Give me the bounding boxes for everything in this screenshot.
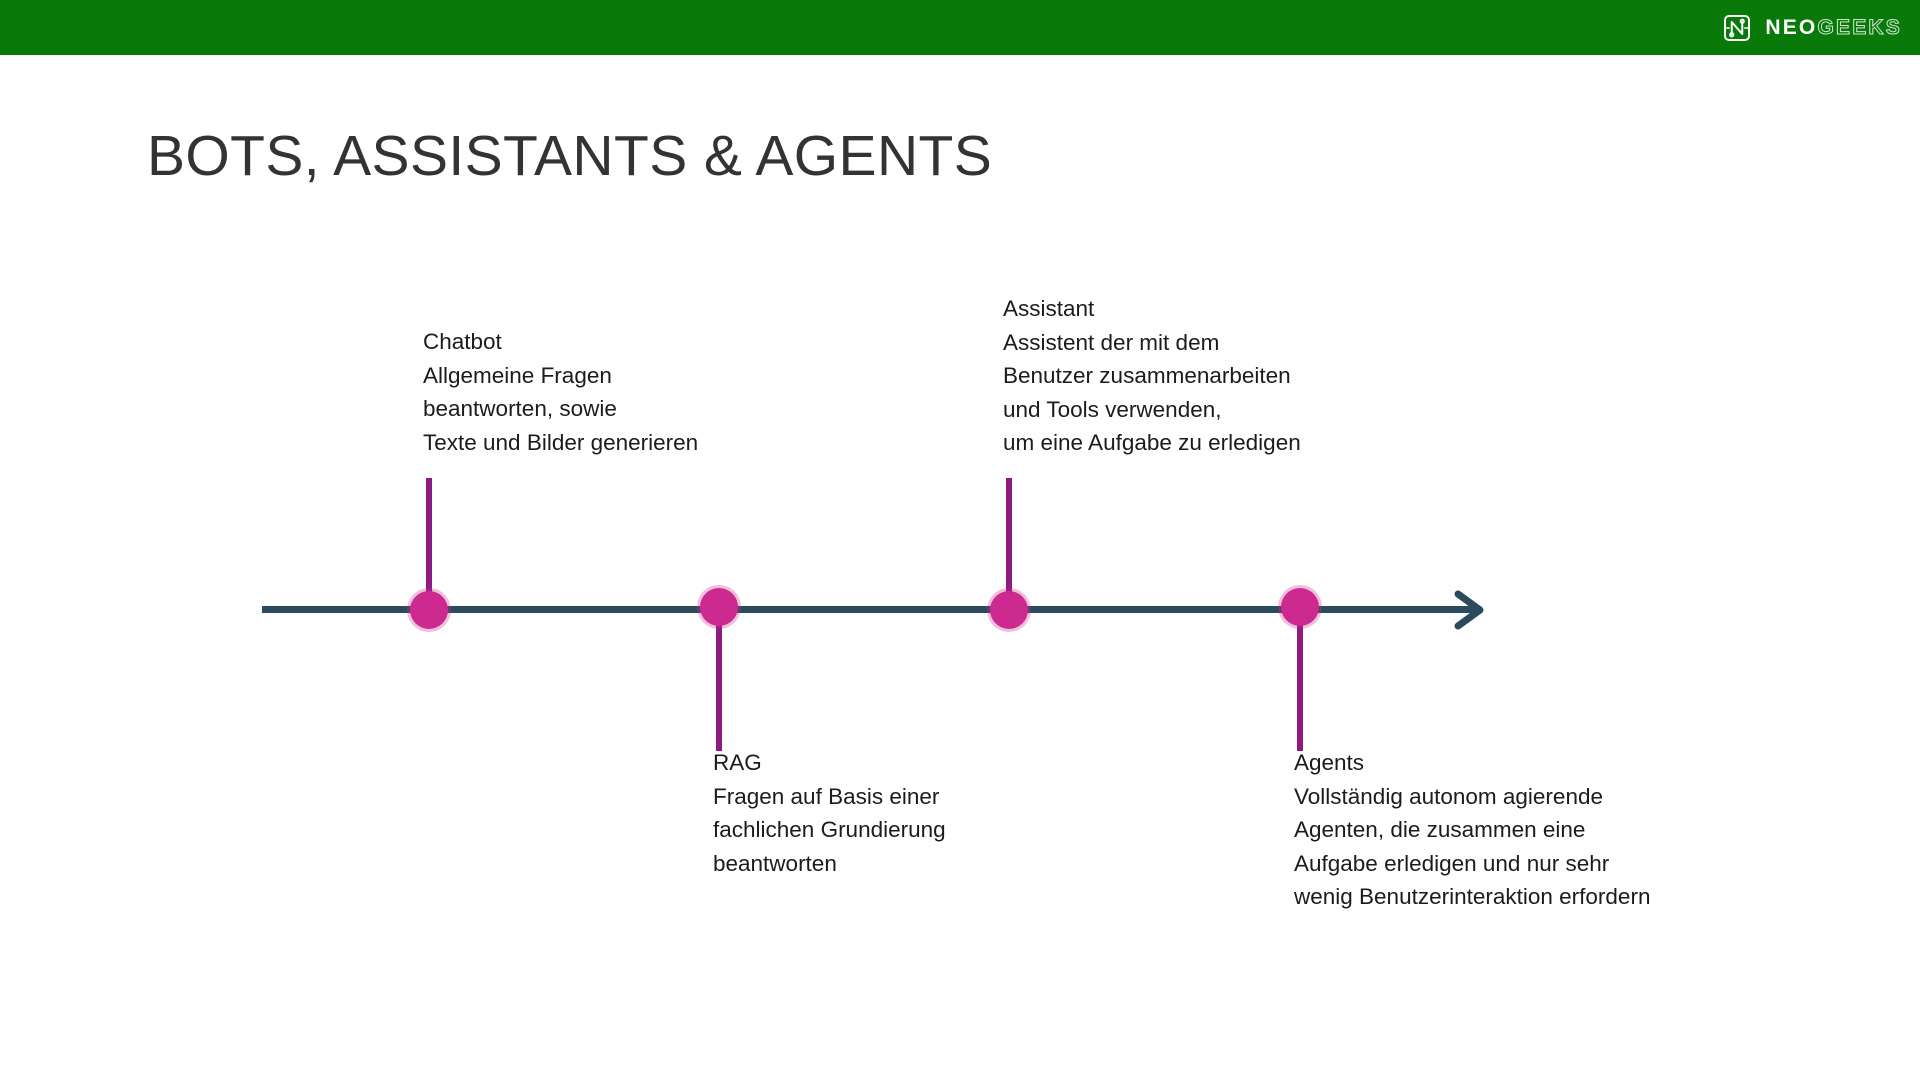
node-desc-line: Agenten, die zusammen eine [1294, 817, 1586, 842]
node-title-rag: RAG [713, 750, 762, 775]
arrow-right-icon [1454, 590, 1484, 630]
node-label-agents: Agents Vollständig autonom agierende Age… [1294, 746, 1650, 914]
node-desc-line: Assistent der mit dem [1003, 329, 1220, 355]
timeline-axis-line [262, 606, 1474, 613]
node-stem-agents [1297, 607, 1303, 751]
brand-lockup: NEOGEEKS [1722, 0, 1902, 55]
node-title-assistant: Assistant [1003, 296, 1095, 321]
node-marker-agents[interactable] [1281, 588, 1319, 626]
brand-name-primary: NEO [1765, 16, 1818, 39]
neogeeks-n-logo-icon [1724, 14, 1751, 41]
node-desc-line: Fragen auf Basis einer [713, 783, 940, 809]
node-marker-rag[interactable] [700, 588, 738, 626]
node-desc-line: beantworten [713, 850, 837, 876]
node-stem-chatbot [426, 478, 432, 612]
node-desc-line: um eine Aufgabe zu erledigen [1003, 430, 1301, 455]
node-marker-assistant[interactable] [990, 591, 1028, 629]
brand-header-bar: NEOGEEKS [0, 0, 1920, 55]
brand-wordmark: NEOGEEKS [1765, 16, 1902, 39]
node-desc-line: Aufgabe erledigen und nur sehr [1294, 850, 1610, 876]
node-stem-assistant [1006, 478, 1012, 612]
page-title: BOTS, ASSISTANTS & AGENTS [147, 124, 993, 188]
node-desc-line: fachlichen Grundierung [713, 817, 946, 842]
node-title-chatbot: Chatbot [423, 329, 502, 354]
node-desc-line: beantworten, sowie [423, 396, 617, 421]
node-desc-line: Vollständig autonom agierende [1294, 783, 1603, 809]
node-label-assistant: Assistant Assistent der mit dem Benutzer… [1003, 292, 1301, 460]
node-desc-line: wenig Benutzerinteraktion erfordern [1294, 884, 1651, 909]
node-title-agents: Agents [1294, 750, 1365, 775]
node-desc-line: Benutzer zusammenarbeiten [1003, 363, 1291, 388]
node-desc-line: Texte und Bilder generieren [423, 429, 699, 455]
node-label-rag: RAG Fragen auf Basis einer fachlichen Gr… [713, 746, 946, 880]
node-stem-rag [716, 607, 722, 751]
brand-name-secondary: GEEKS [1817, 16, 1902, 39]
node-marker-chatbot[interactable] [410, 591, 448, 629]
node-desc-line: Allgemeine Fragen [423, 362, 612, 388]
node-label-chatbot: Chatbot Allgemeine Fragen beantworten, s… [423, 325, 698, 459]
node-desc-line: und Tools verwenden, [1003, 396, 1222, 422]
